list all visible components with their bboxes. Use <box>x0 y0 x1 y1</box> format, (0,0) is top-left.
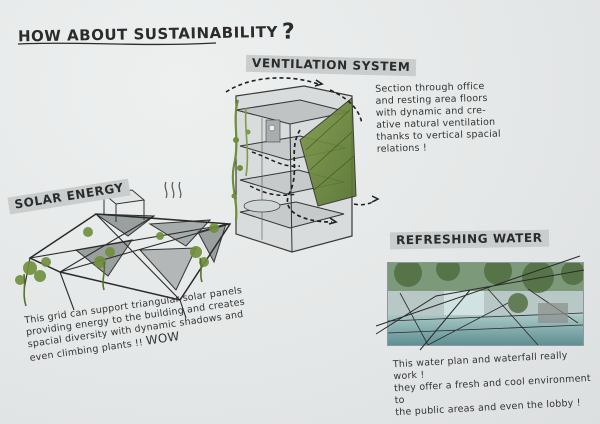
water-photo-drawing <box>388 263 583 345</box>
ventilation-note: Section through office and resting area … <box>375 80 501 155</box>
water-label: REFRESHING WATER <box>389 229 549 250</box>
ventilation-building <box>225 61 380 253</box>
title-underline <box>17 42 217 46</box>
solar-grid <box>15 181 232 319</box>
water-note: This water plan and waterfall really wor… <box>392 350 592 419</box>
water-photo <box>387 262 584 346</box>
